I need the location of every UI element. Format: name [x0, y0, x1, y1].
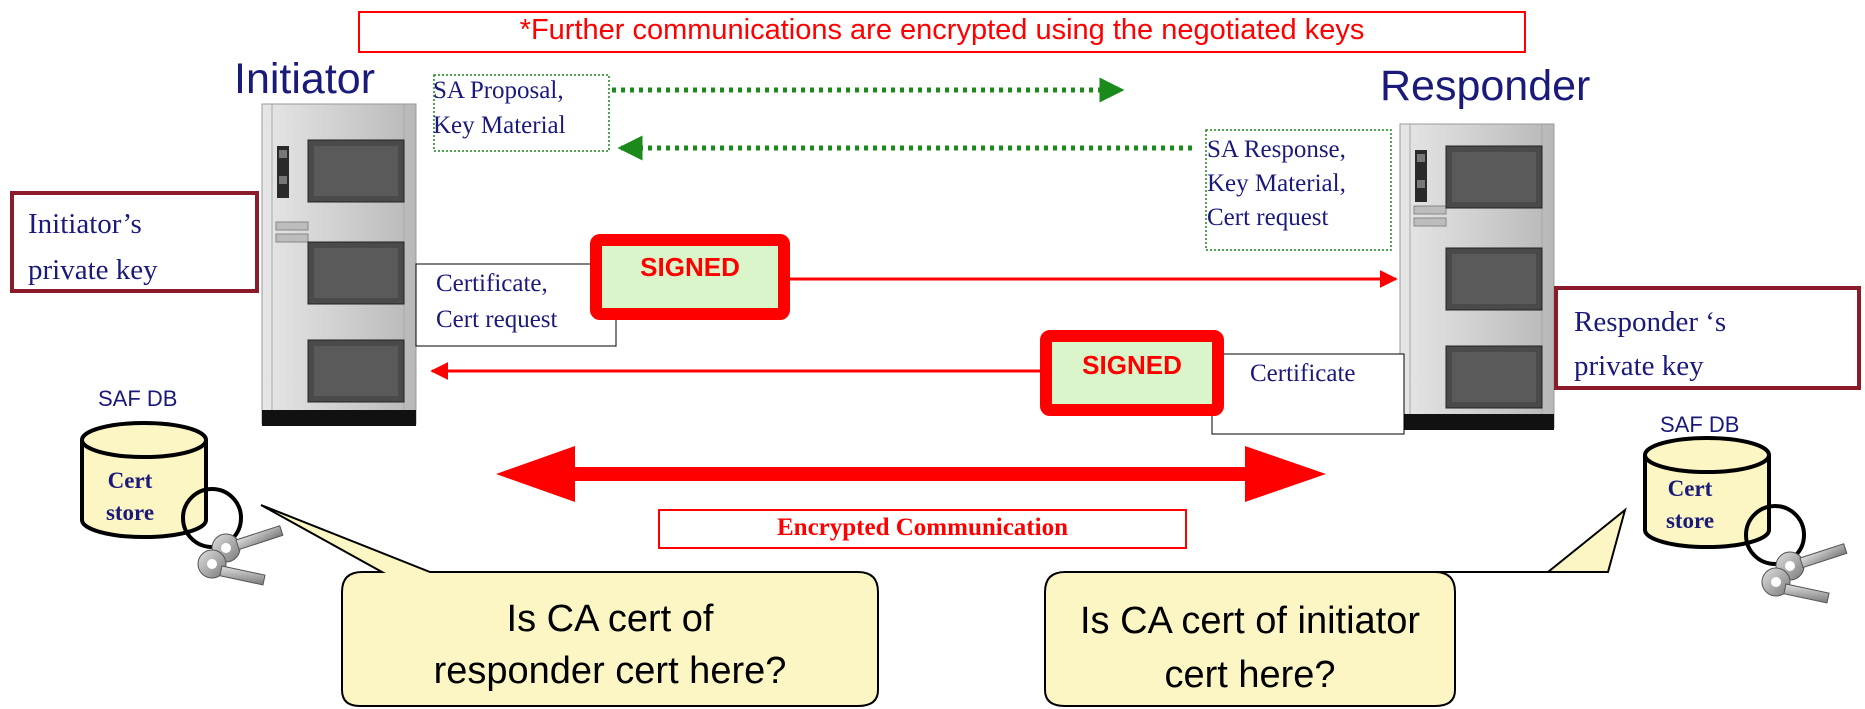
responder-cert-store-icon [1643, 436, 1771, 549]
sa-response-line1: SA Response, [1207, 136, 1346, 163]
sa-proposal-line2: Key Material [433, 112, 566, 139]
responder-private-key-line1: Responder ‘s [1574, 306, 1727, 338]
responder-cert-store-line2: store [1665, 508, 1715, 533]
initiator-cert-store-line2: store [105, 500, 155, 525]
encrypted-double-arrow [496, 446, 1326, 502]
responder-private-key-line2: private key [1574, 350, 1704, 382]
initiator-cert-store-line1: Cert [107, 468, 153, 493]
initiator-private-key-line2: private key [28, 254, 158, 286]
encrypted-label: Encrypted Communication [777, 514, 1068, 541]
sa-proposal-line1: SA Proposal, [433, 77, 564, 104]
initiator-title: Initiator [234, 55, 376, 103]
responder-db-label: SAF DB [1660, 412, 1740, 437]
responder-question-line2: cert here? [1164, 654, 1336, 696]
responder-private-key-box [1554, 286, 1861, 390]
initiator-server-icon [261, 103, 417, 426]
responder-keys-icon [1744, 504, 1848, 604]
initiator-certificate-line2: Cert request [436, 306, 558, 333]
sa-response-line2: Key Material, [1207, 170, 1346, 197]
initiator-keys-icon [181, 487, 284, 586]
responder-question-callout [1044, 507, 1627, 707]
initiator-cert-store-icon [80, 421, 208, 539]
signed-box-1 [590, 234, 790, 320]
sa-response-box [1205, 129, 1392, 251]
responder-server-icon [1399, 123, 1555, 430]
responder-title: Responder [1380, 62, 1591, 110]
responder-certificate-box [1211, 353, 1405, 435]
sa-proposal-box [433, 74, 610, 152]
initiator-question-callout [260, 504, 879, 707]
sa-response-line3: Cert request [1207, 204, 1329, 231]
initiator-db-label: SAF DB [98, 386, 178, 411]
encrypted-label-box [658, 509, 1187, 549]
signed-label-1: SIGNED [640, 252, 740, 282]
signed-label-2: SIGNED [1082, 350, 1182, 380]
top-note-box [358, 11, 1526, 53]
initiator-certificate-box [415, 263, 617, 347]
responder-certificate-label: Certificate [1250, 360, 1356, 387]
initiator-question-line2: responder cert here? [433, 650, 787, 692]
initiator-private-key-box [10, 191, 259, 293]
responder-question-line1: Is CA cert of initiator [1079, 600, 1420, 642]
signed-box-2 [1040, 330, 1224, 416]
initiator-certificate-line1: Certificate, [436, 270, 548, 297]
initiator-question-line1: Is CA cert of [506, 598, 714, 640]
responder-cert-store-line1: Cert [1667, 476, 1713, 501]
top-note: *Further communications are encrypted us… [519, 14, 1365, 46]
initiator-private-key-line1: Initiator’s [28, 208, 142, 240]
